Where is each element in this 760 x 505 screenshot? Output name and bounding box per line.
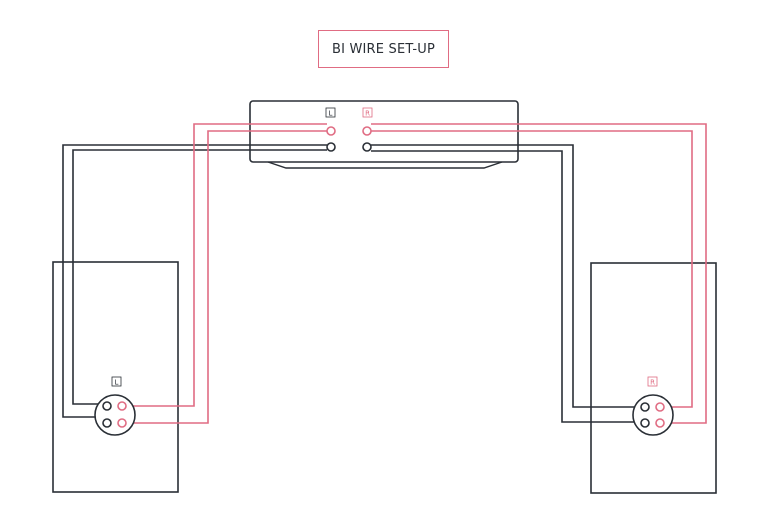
amp-label-left-text: L bbox=[329, 109, 333, 117]
amp-terminal-right-pos bbox=[362, 126, 372, 136]
speaker-left-terminal-lf-pos bbox=[117, 401, 127, 411]
left-pink-wire-inner bbox=[128, 130, 327, 424]
amp-terminal-left-neg bbox=[326, 142, 336, 152]
speaker-left-terminal-hf-pos bbox=[117, 418, 127, 428]
amp-label-right-text: R bbox=[365, 109, 370, 117]
left-dark-wire-outer bbox=[62, 144, 327, 418]
speaker-right-terminal-plate bbox=[632, 394, 674, 436]
amplifier bbox=[249, 100, 519, 169]
speaker-label-right: R bbox=[647, 376, 658, 387]
right-dark-wire-outer bbox=[371, 144, 637, 408]
amplifier-base bbox=[267, 161, 503, 169]
speaker-label-left: L bbox=[111, 376, 122, 387]
right-pink-wire-outer bbox=[371, 123, 707, 424]
amp-terminal-left-pos bbox=[326, 126, 336, 136]
speaker-label-left-text: L bbox=[115, 378, 119, 386]
right-pink-wire-inner bbox=[371, 130, 693, 408]
speaker-label-right-text: R bbox=[650, 378, 655, 386]
speaker-right-terminal-lf-neg bbox=[640, 402, 650, 412]
speaker-left-terminal-hf-neg bbox=[102, 418, 112, 428]
amp-label-right: R bbox=[362, 107, 373, 118]
speaker-right-terminal-hf-neg bbox=[640, 418, 650, 428]
diagram-title: BI WIRE SET-UP bbox=[318, 30, 449, 68]
speaker-left-terminal-lf-neg bbox=[102, 401, 112, 411]
speaker-right-terminal-hf-pos bbox=[655, 418, 665, 428]
diagram-title-text: BI WIRE SET-UP bbox=[331, 41, 435, 57]
left-dark-wire-inner bbox=[72, 149, 327, 405]
speaker-right-cabinet bbox=[590, 262, 717, 494]
speaker-left-cabinet bbox=[52, 261, 179, 493]
left-pink-wire-outer bbox=[128, 123, 327, 407]
speaker-left-terminal-plate bbox=[94, 394, 136, 436]
amp-label-left: L bbox=[325, 107, 336, 118]
speaker-right-terminal-lf-pos bbox=[655, 402, 665, 412]
right-dark-wire-inner bbox=[371, 150, 637, 423]
amp-terminal-right-neg bbox=[362, 142, 372, 152]
